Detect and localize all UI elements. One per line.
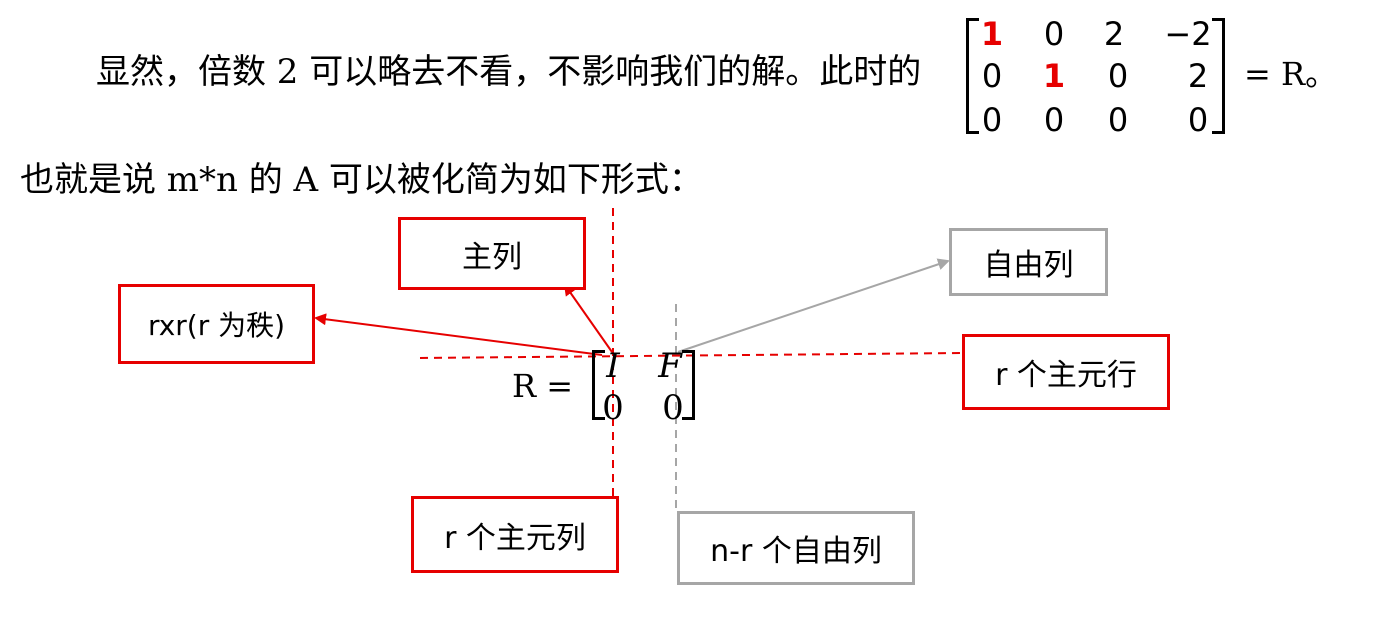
arrow-to-pivot-col [563, 283, 613, 353]
matrix-right-bracket [1212, 18, 1225, 134]
matrix-left-bracket [966, 18, 979, 134]
sentence-line-1: 显然，倍数 2 可以略去不看，不影响我们的解。此时的 [96, 52, 922, 92]
matrix-cell: 0 [1043, 101, 1065, 139]
block-left-bracket [592, 350, 605, 420]
matrix-cell: 0 [1107, 57, 1129, 95]
matrix-cell: 0 [981, 101, 1003, 139]
arrow-to-free-col [677, 258, 950, 353]
pivot-row-divider [419, 352, 964, 359]
label-free-col: 自由列 [949, 228, 1108, 296]
label-pivot-col: 主列 [398, 217, 586, 290]
label-free-cols: n-r 个自由列 [677, 511, 915, 585]
label-rank-block: rxr(r 为秩) [118, 284, 315, 364]
sentence-line-2: 也就是说 m*n 的 A 可以被化简为如下形式： [20, 160, 703, 200]
equals-r-label: = R。 [1244, 55, 1338, 93]
block-right-bracket [682, 350, 695, 420]
block-free-cell: F [658, 346, 682, 386]
block-zero-cell: 0 [602, 388, 624, 428]
matrix-cell: 0 [1043, 15, 1065, 53]
matrix-cell: −2 [1164, 15, 1212, 53]
matrix-cell: 1 [980, 15, 1004, 53]
matrix-cell: 2 [1103, 15, 1125, 53]
block-r-label: R = [512, 367, 574, 405]
matrix-cell: 1 [1042, 57, 1066, 95]
label-pivot-cols: r 个主元列 [411, 496, 619, 573]
matrix-cell: 2 [1187, 57, 1209, 95]
arrow-to-rank-block [314, 313, 603, 356]
label-pivot-rows: r 个主元行 [962, 334, 1170, 410]
block-zero-cell: 0 [662, 388, 684, 428]
matrix-cell: 0 [981, 57, 1003, 95]
matrix-cell: 0 [1187, 101, 1209, 139]
block-identity-cell: I [606, 346, 620, 386]
matrix-cell: 0 [1107, 101, 1129, 139]
